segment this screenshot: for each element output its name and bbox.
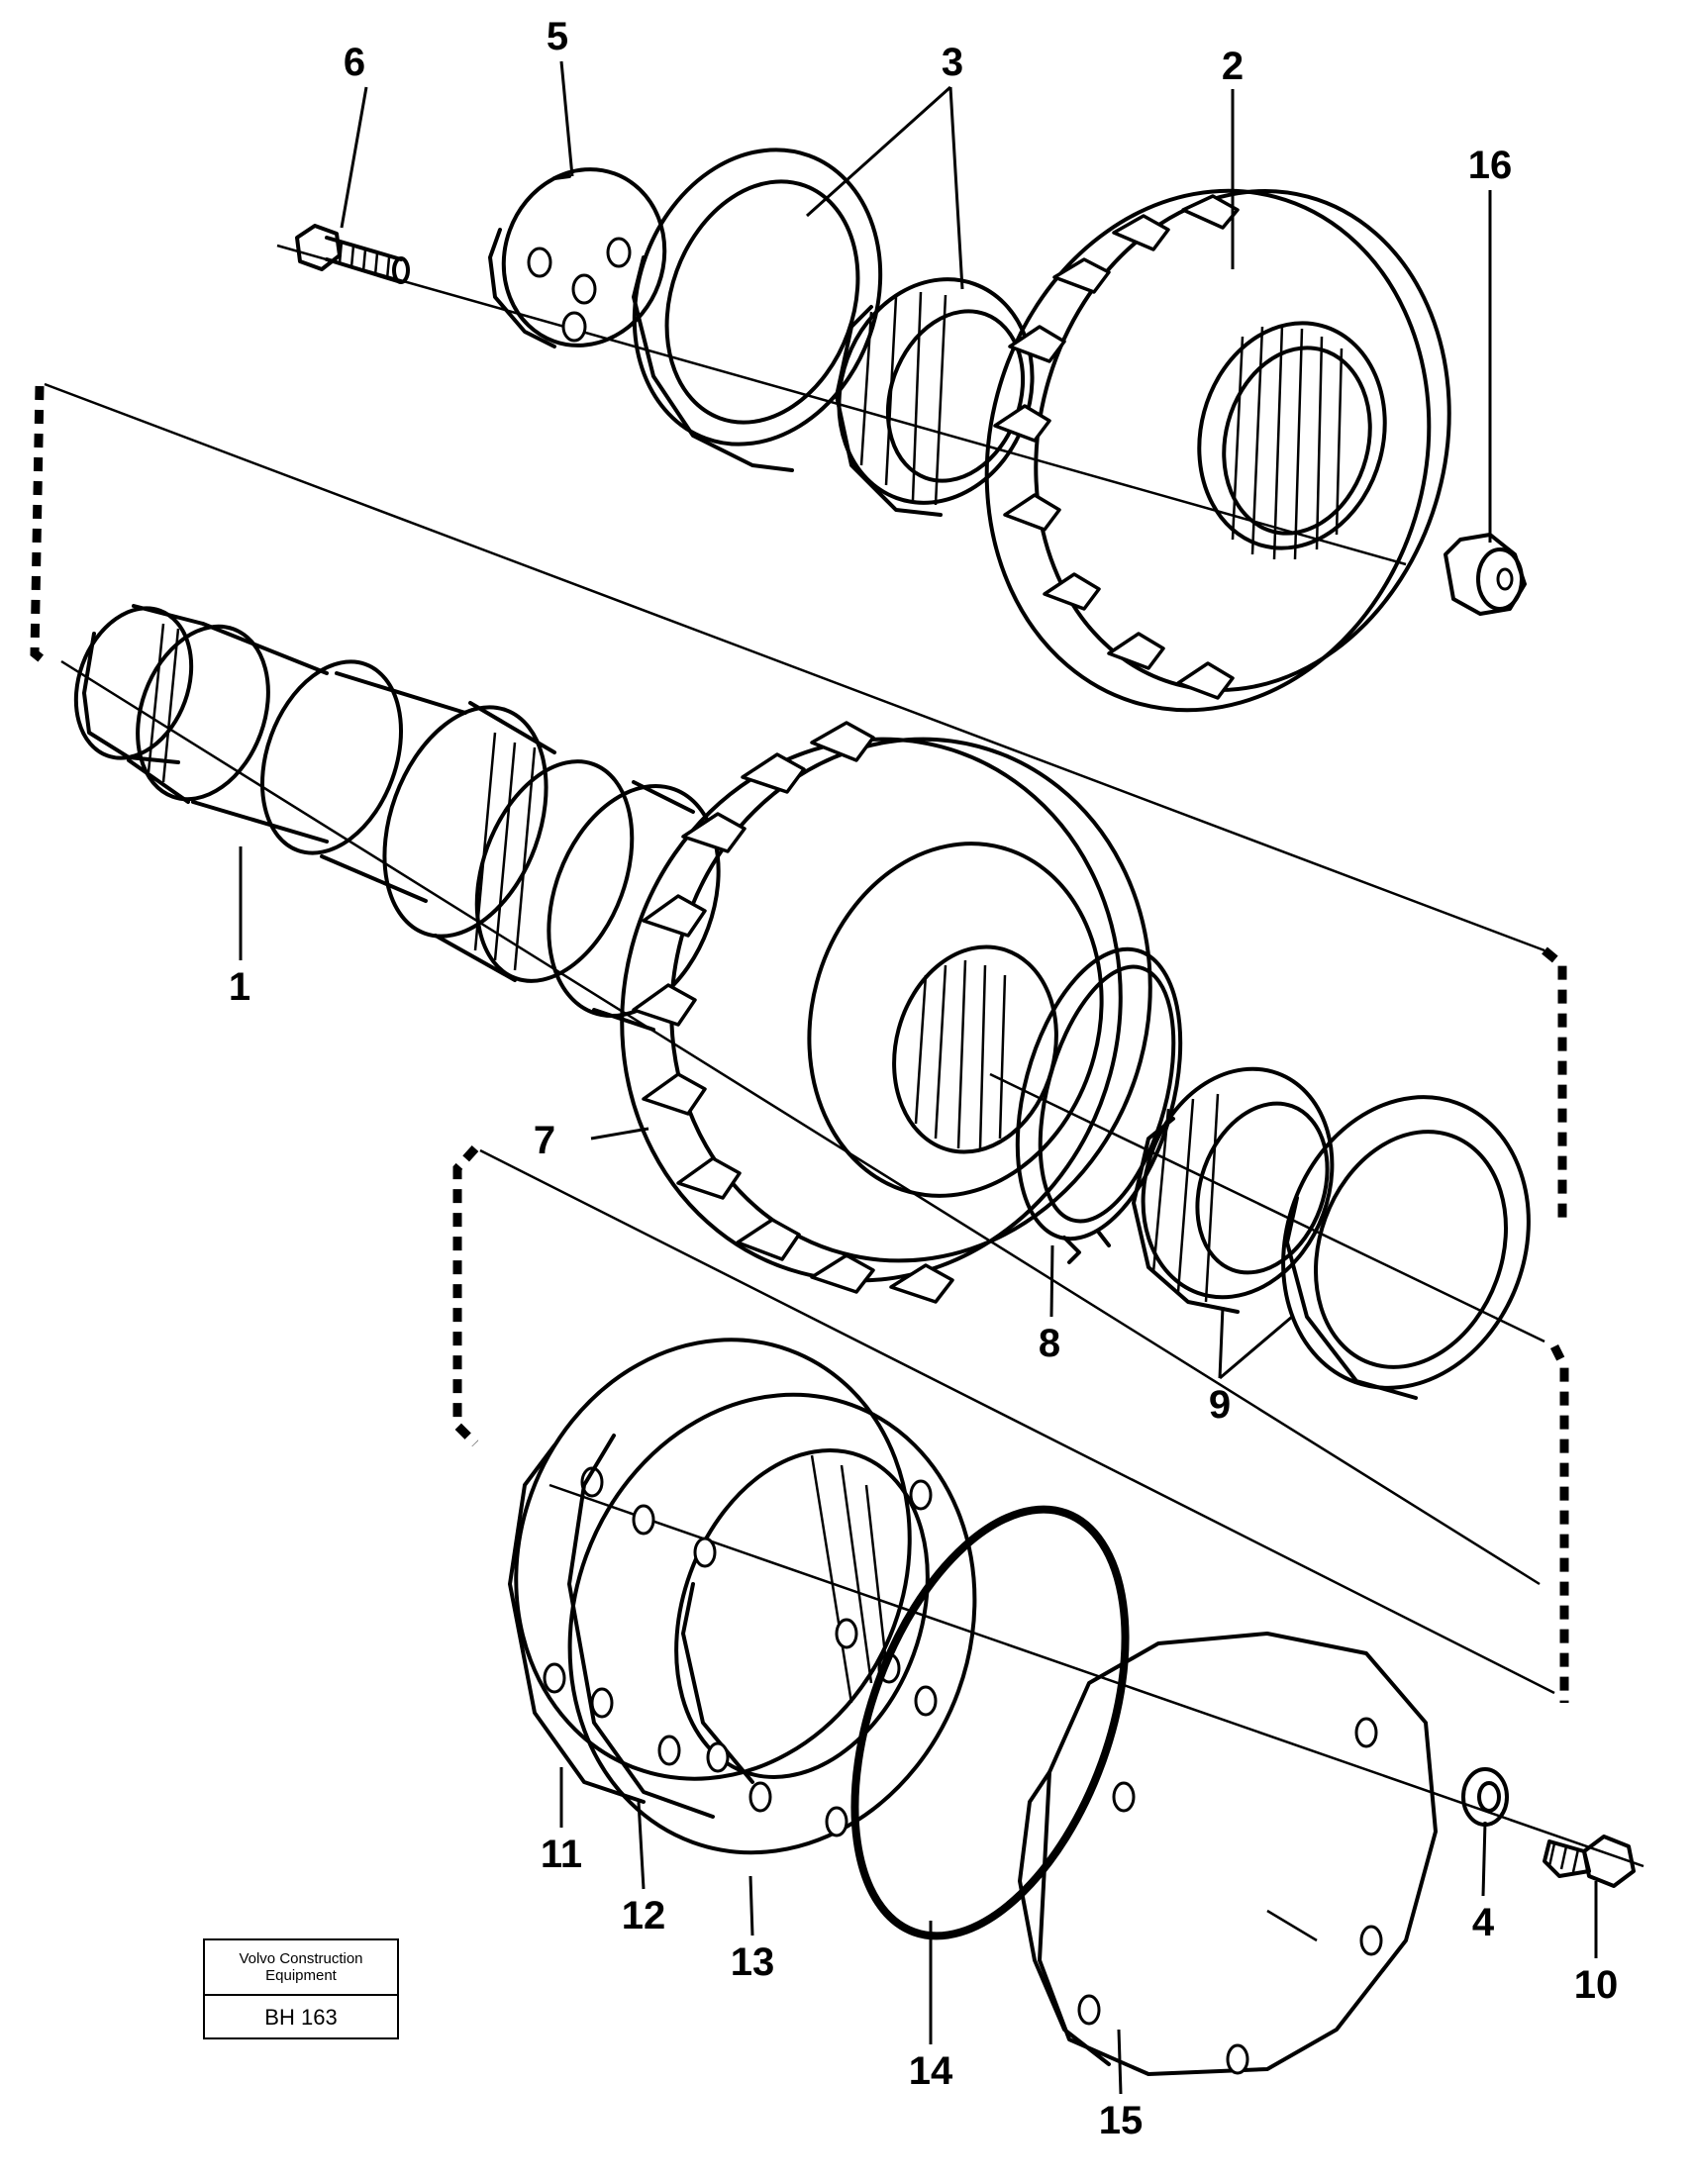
part-11-flange [508,1338,933,1804]
part-2-gear [984,188,1451,713]
part-7-gear [620,721,1152,1304]
callout-2: 2 [1222,45,1244,88]
title-block: Volvo Construction Equipment BH 163 [203,1938,399,2039]
callout-8: 8 [1039,1322,1060,1365]
part-13-housing [567,1392,977,1855]
title-block-company: Volvo Construction Equipment [205,1940,397,1996]
callout-15: 15 [1099,2099,1144,2142]
assembly-boundary-lines [30,382,1569,1703]
part-9-bearing [1132,1066,1531,1400]
part-16-sleeve [1444,533,1527,616]
part-1-shaft [73,604,721,1032]
callout-1: 1 [229,965,250,1009]
callout-6: 6 [344,41,365,84]
part-10-bolt [1543,1835,1636,1888]
title-block-code: BH 163 [264,2005,338,2030]
part-12-gasket [567,1434,715,1819]
part-14-o-ring [850,1505,1130,1940]
part-3-bearing-cone [835,277,1035,517]
callout-12: 12 [622,1894,666,1937]
part-3-bearing-cup [632,148,883,472]
callout-14: 14 [909,2049,953,2093]
callout-3-top: 3 [942,41,963,84]
callout-4: 4 [1472,1901,1495,1944]
callout-11: 11 [541,1833,582,1876]
part-6-bolt [295,224,410,284]
callout-7: 7 [534,1119,555,1162]
callout-9: 9 [1209,1383,1231,1427]
leader-lines [239,60,1598,2095]
part-4-washer [1461,1767,1509,1827]
part-5-plate [488,167,667,348]
callout-13: 13 [731,1940,775,1984]
callout-5: 5 [547,15,568,58]
callout-16: 16 [1468,144,1513,187]
part-15-cover [1018,1632,1438,2076]
callout-labels: 6 5 3 2 16 1 7 8 9 11 12 13 14 15 4 10 [229,15,1618,2142]
callout-10: 10 [1574,1963,1619,2007]
